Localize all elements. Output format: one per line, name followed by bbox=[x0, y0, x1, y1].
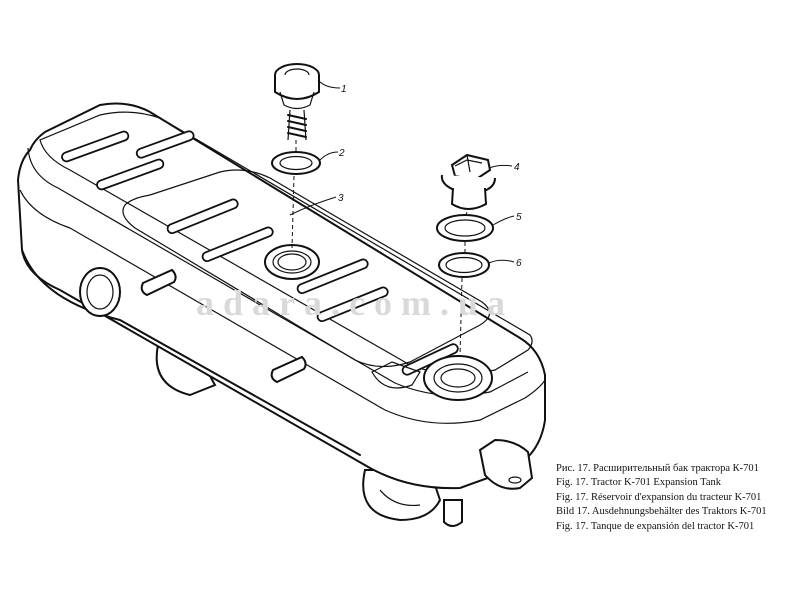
part-4-plug bbox=[440, 153, 496, 210]
tank-ribs bbox=[61, 130, 459, 376]
caption-de: Bild 17. Ausdehnungsbehälter des Traktor… bbox=[556, 506, 767, 518]
tank-necks bbox=[264, 244, 493, 401]
callout-1: 1 bbox=[341, 84, 347, 95]
part-1-pressure-cap bbox=[274, 63, 320, 141]
caption-ru: Рис. 17. Расширительный бак трактора К-7… bbox=[556, 463, 759, 474]
leader-lines bbox=[289, 79, 515, 264]
figure-caption: Рис. 17. Расширительный бак трактора К-7… bbox=[556, 462, 796, 534]
callout-5: 5 bbox=[516, 212, 522, 223]
callout-labels: 1 2 3 4 5 6 bbox=[338, 84, 522, 269]
part-2-gasket bbox=[271, 151, 321, 175]
callout-4: 4 bbox=[514, 162, 520, 173]
part-5-gasket bbox=[436, 214, 494, 242]
caption-fr: Fig. 17. Réservoir d'expansion du tracte… bbox=[556, 491, 762, 503]
assembly-lines bbox=[291, 140, 468, 357]
caption-es: Fig. 17. Tanque de expansión del tractor… bbox=[556, 520, 755, 532]
watermark: adara.com.ua bbox=[196, 283, 514, 323]
tank-side-ports bbox=[79, 267, 307, 384]
tank-body bbox=[16, 102, 546, 490]
part-6-gasket bbox=[438, 252, 490, 278]
callout-3: 3 bbox=[338, 193, 344, 204]
callout-2: 2 bbox=[338, 148, 345, 159]
callout-6: 6 bbox=[516, 258, 522, 269]
caption-en: Fig. 17. Tractor K-701 Expansion Tank bbox=[556, 477, 722, 489]
